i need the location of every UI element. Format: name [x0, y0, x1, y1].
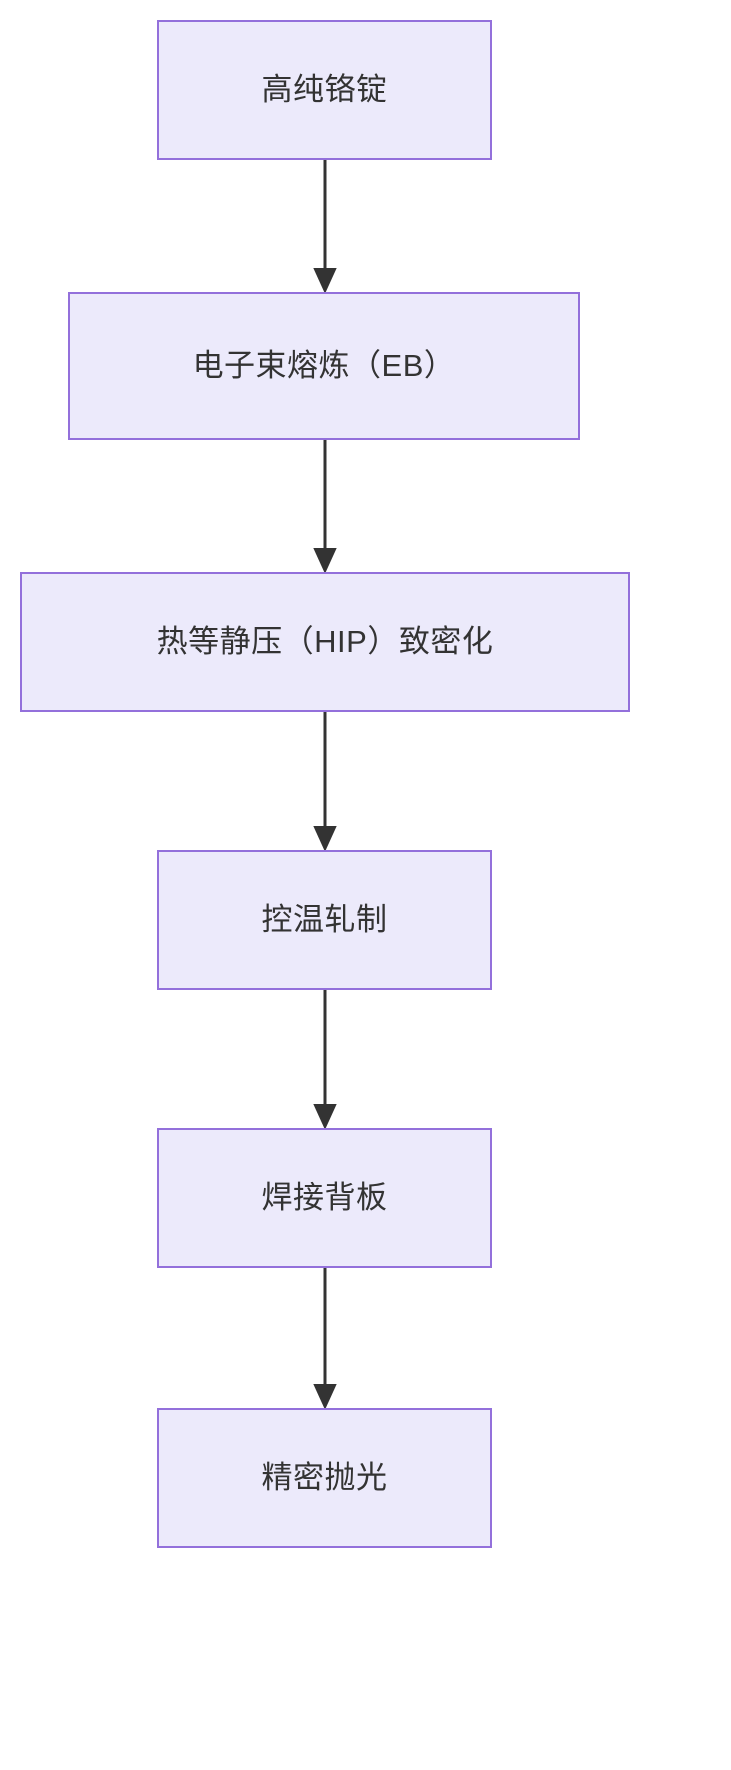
flow-node-precision-polishing[interactable]: 精密抛光: [157, 1408, 492, 1548]
flow-node-label: 电子束熔炼（EB）: [192, 347, 456, 383]
flow-node-label: 热等静压（HIP）致密化: [156, 623, 494, 659]
flow-node-backing-plate-welding[interactable]: 焊接背板: [157, 1128, 492, 1268]
flow-node-electron-beam-melting[interactable]: 电子束熔炼（EB）: [68, 292, 580, 440]
flow-node-label: 焊接背板: [261, 1179, 388, 1215]
flow-node-high-purity-chromium-ingot[interactable]: 高纯铬锭: [157, 20, 492, 160]
flow-node-label: 控温轧制: [261, 901, 388, 937]
flow-node-label: 精密抛光: [261, 1459, 388, 1495]
flow-node-label: 高纯铬锭: [261, 71, 388, 107]
flow-node-hip-densification[interactable]: 热等静压（HIP）致密化: [20, 572, 630, 712]
flow-node-temperature-controlled-rolling[interactable]: 控温轧制: [157, 850, 492, 990]
